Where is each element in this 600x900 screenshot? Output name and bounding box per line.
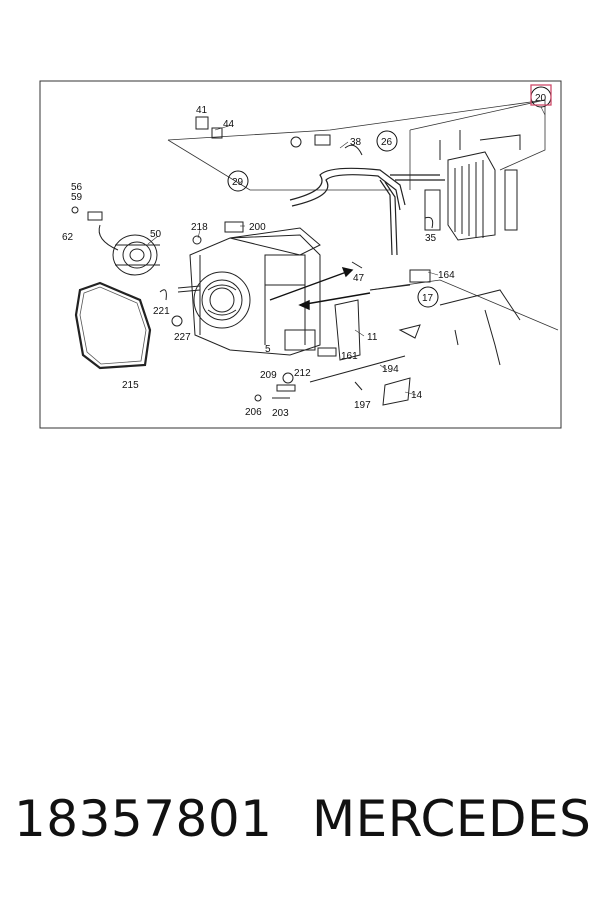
part-label[interactable]: 206 (245, 407, 262, 418)
part-label[interactable]: 56 (71, 182, 83, 193)
part-label[interactable]: 161 (341, 351, 358, 362)
part-label[interactable]: 50 (150, 229, 162, 240)
part-label[interactable]: 14 (411, 390, 423, 401)
diagram-frame (39, 80, 562, 429)
parts-diagram: 41 44 38 26 20 29 56 59 62 50 218 200 35… (39, 80, 562, 429)
part-label[interactable]: 29 (232, 177, 244, 188)
part-label[interactable]: 17 (422, 293, 434, 304)
part-label[interactable]: 215 (122, 380, 139, 391)
group-callouts (227, 84, 552, 308)
part-label[interactable]: 212 (294, 368, 311, 379)
part-label[interactable]: 11 (367, 332, 378, 343)
part-label[interactable]: 164 (438, 270, 455, 281)
heater-housing (177, 227, 321, 356)
brand-name: MERCEDES (312, 790, 592, 848)
leader-lines (147, 106, 546, 396)
part-label[interactable]: 38 (350, 137, 362, 148)
part-label[interactable]: 209 (260, 370, 277, 381)
part-label[interactable]: 197 (354, 400, 371, 411)
background-panels (167, 99, 559, 331)
seal-ring (74, 281, 152, 370)
arrows (269, 267, 371, 311)
part-label[interactable]: 44 (223, 119, 235, 130)
part-label[interactable]: 227 (174, 332, 191, 343)
part-label[interactable]: 26 (381, 137, 393, 148)
part-label[interactable]: 35 (425, 233, 437, 244)
part-label[interactable]: 200 (249, 222, 266, 233)
part-caption: 18357801 MERCEDES (0, 790, 600, 870)
heater-core (424, 130, 521, 241)
part-label[interactable]: 203 (272, 408, 289, 419)
blower-motor (98, 224, 160, 276)
water-pipes (289, 167, 445, 256)
part-label[interactable]: 62 (62, 232, 74, 243)
part-label[interactable]: 59 (71, 192, 83, 203)
part-labels: 41 44 38 26 20 29 56 59 62 50 218 200 35… (62, 93, 547, 419)
part-label[interactable]: 221 (153, 306, 170, 317)
part-label[interactable]: 194 (382, 364, 399, 375)
part-label[interactable]: 20 (535, 93, 547, 104)
part-label[interactable]: 5 (265, 344, 271, 355)
part-label[interactable]: 47 (353, 273, 365, 284)
small-parts (71, 116, 521, 406)
part-label[interactable]: 41 (196, 105, 208, 116)
part-number: 18357801 (14, 790, 273, 848)
part-label[interactable]: 218 (191, 222, 208, 233)
